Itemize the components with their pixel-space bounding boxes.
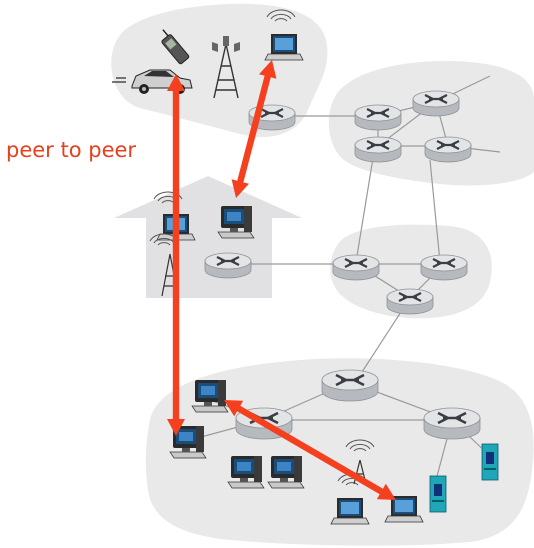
arrow-icon	[224, 400, 396, 500]
cell-tower-icon	[212, 36, 240, 99]
router-icon	[320, 368, 380, 403]
desktop-pc-icon	[227, 455, 265, 489]
arrow-icon	[167, 74, 185, 436]
arrow-icon	[231, 60, 277, 198]
server-icon	[429, 475, 447, 513]
router-icon	[422, 406, 482, 441]
home-network	[114, 176, 302, 298]
peer-to-peer-label: peer to peer	[6, 138, 136, 162]
router-icon	[353, 135, 403, 164]
cell-phone-icon	[161, 29, 190, 65]
isp-network-middle	[330, 224, 492, 319]
router-icon	[353, 103, 403, 132]
router-icon	[419, 253, 469, 282]
router-icon	[385, 287, 435, 316]
desktop-pc-icon	[267, 455, 305, 489]
peer-to-peer-arrows	[167, 60, 396, 500]
router-icon	[423, 135, 473, 164]
router-icon	[411, 89, 461, 118]
router-icon	[203, 251, 253, 280]
server-icon	[481, 443, 499, 481]
desktop-pc-icon	[217, 205, 255, 239]
router-icon	[331, 253, 381, 282]
desktop-pc-icon	[191, 379, 229, 413]
